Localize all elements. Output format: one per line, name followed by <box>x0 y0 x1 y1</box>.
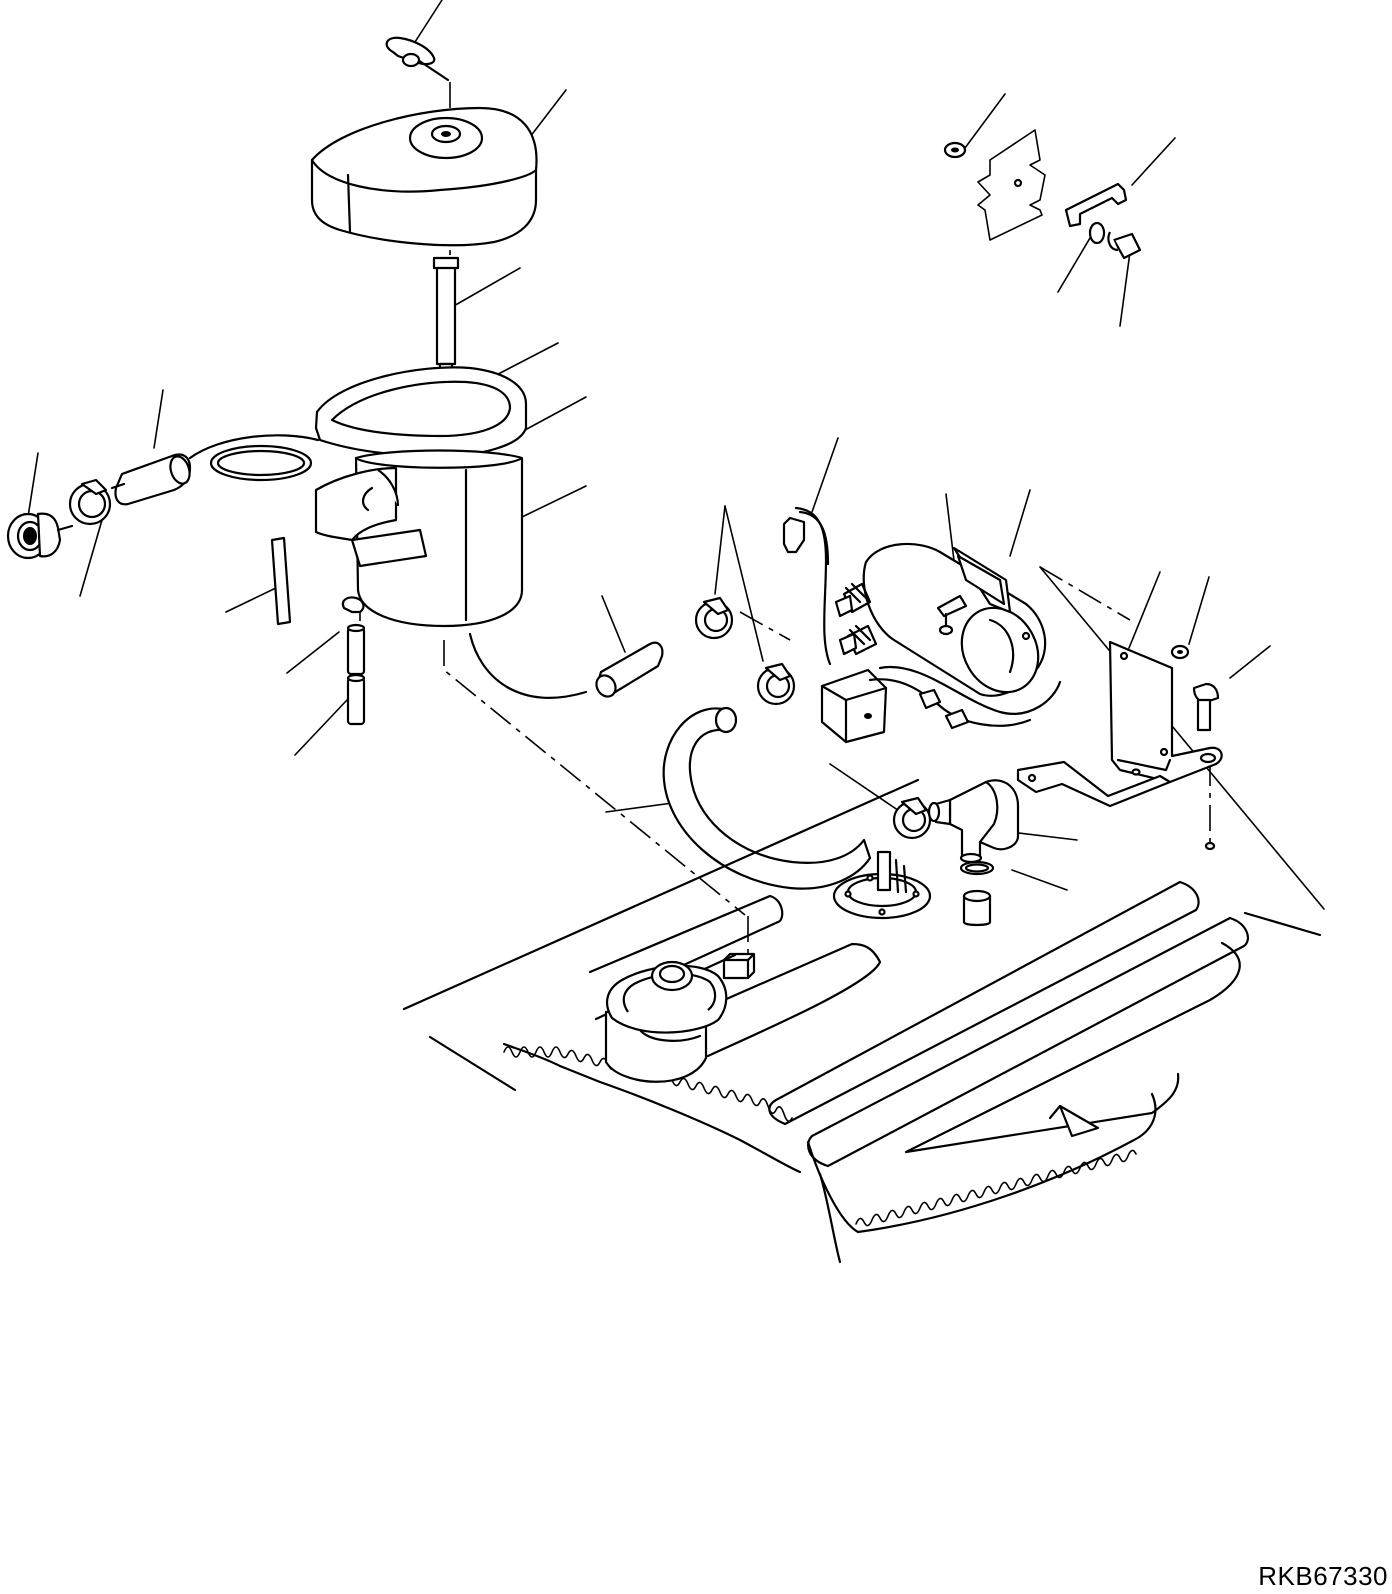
curved-hose <box>664 708 870 889</box>
tank-guard <box>316 367 526 456</box>
figure-reference-code: RKB67330 <box>1258 1561 1388 1591</box>
bushing-1 <box>348 625 364 674</box>
sender-unit <box>834 852 930 918</box>
nut-small <box>1172 646 1188 658</box>
bracket-detail <box>945 130 1140 258</box>
bolt-right <box>1194 684 1218 730</box>
mounting-bracket <box>1018 642 1222 806</box>
hose-clamp-left <box>70 480 124 524</box>
short-pipe <box>593 643 663 700</box>
pump-motor <box>836 544 1053 706</box>
cap-plug <box>8 514 72 558</box>
hose-clamp-middle <box>758 664 794 704</box>
tank-holes <box>1133 770 1215 850</box>
hose-clamp-lower <box>894 798 930 838</box>
tank <box>316 451 522 627</box>
leader-lines <box>28 0 1324 909</box>
floor-panel <box>404 780 1320 1262</box>
wire-harness <box>784 508 1060 742</box>
pin-clip <box>387 38 448 80</box>
clip-ring <box>343 597 364 612</box>
elbow-fitting <box>929 780 1018 925</box>
rod-strip <box>272 538 290 624</box>
strap-band <box>211 446 311 480</box>
filler-cap <box>606 954 754 1082</box>
bushing-2 <box>348 675 364 724</box>
left-pipe <box>116 435 319 504</box>
cover <box>312 108 537 245</box>
wire-to-pipe <box>470 634 586 698</box>
hose-clamp-upper <box>696 598 732 638</box>
